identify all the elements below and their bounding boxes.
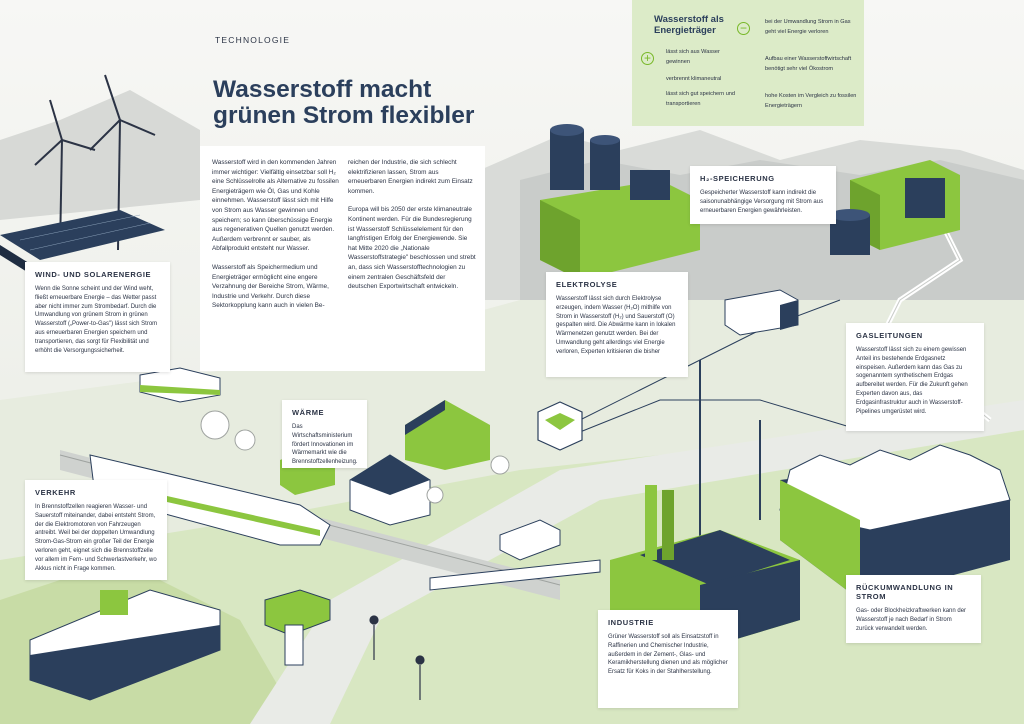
card-text: Wenn die Sonne scheint und der Wind weht…: [35, 286, 158, 354]
bridge: [429, 559, 601, 591]
intro-column-1: Wasserstoff wird in den kommenden Jahren…: [212, 158, 340, 320]
con-item: Aufbau einer Wasserstoffwirtschaft benöt…: [765, 56, 852, 72]
card-title: WIND- UND SOLARENERGIE: [35, 270, 152, 279]
card-text: In Brennstoffzellen reagieren Wasser- un…: [35, 504, 157, 572]
electrolyser-box: [537, 401, 583, 451]
section-kicker: TECHNOLOGIE: [215, 35, 291, 45]
con-item: hohe Kosten im Vergleich zu fossilen Ene…: [765, 93, 857, 109]
bus: [139, 367, 221, 403]
card-text: Wasserstoff lässt sich zu einem gewissen…: [856, 347, 968, 415]
car: [499, 519, 561, 561]
card-h2-storage: H₂-SPEICHERUNG Gespeicherter Wasserstoff…: [690, 166, 836, 224]
intro-paragraph: Wasserstoff wird in den kommenden Jahren…: [212, 159, 339, 253]
pro-item: verbrennt klimaneutral: [666, 76, 722, 82]
card-text: Gas- oder Blockheizkraftwerken kann der …: [856, 608, 967, 632]
gas-power-plant: [779, 444, 1011, 600]
scooter-riders: [369, 615, 425, 700]
intro-paragraph: reichen der Industrie, die sich schlecht…: [348, 159, 473, 195]
card-reconversion: RÜCKUMWANDLUNG IN STROM Gas- oder Blockh…: [846, 575, 981, 643]
card-heat: WÄRME Das Wirtschaftsministerium fördert…: [282, 400, 367, 468]
con-item: bei der Umwandlung Strom in Gas geht vie…: [765, 19, 851, 35]
card-wind-solar: WIND- UND SOLARENERGIE Wenn die Sonne sc…: [25, 262, 170, 372]
house-green: [405, 400, 490, 470]
card-electrolysis: ELEKTROLYSE Wasserstoff lässt sich durch…: [546, 272, 688, 377]
power-line-2: [559, 399, 861, 441]
card-title: WÄRME: [292, 408, 325, 417]
plus-icon: +: [641, 52, 654, 65]
minus-icon: −: [737, 22, 750, 35]
road: [250, 400, 1024, 724]
house-grey: [349, 454, 431, 526]
card-text: Grüner Wasserstoff soll als Einsatzstoff…: [608, 634, 728, 676]
mountain-left: [0, 90, 200, 220]
card-title: GASLEITUNGEN: [856, 331, 923, 340]
card-title: RÜCKUMWANDLUNG IN STROM: [856, 583, 954, 601]
fuel-station: [264, 589, 331, 666]
card-text: Das Wirtschaftsministerium fördert Innov…: [292, 424, 358, 466]
card-title: H₂-SPEICHERUNG: [700, 174, 775, 183]
intro-paragraph: Wasserstoff als Speichermedium und Energ…: [212, 263, 329, 310]
page-title: Wasserstoff macht grünen Strom flexibler: [213, 76, 475, 129]
pros-cons-legend: Wasserstoff als Energieträger + − lässt …: [632, 0, 864, 126]
pro-item: lässt sich gut speichern und transportie…: [666, 91, 736, 107]
card-title: INDUSTRIE: [608, 618, 654, 627]
trees: [200, 410, 510, 504]
card-text: Gespeicherter Wasserstoff kann indirekt …: [700, 190, 824, 214]
pro-item: lässt sich aus Wasser gewinnen: [666, 49, 720, 65]
intro-paragraph: Europa will bis 2050 der erste klimaneut…: [348, 206, 476, 291]
card-transport: VERKEHR In Brennstoffzellen reagieren Wa…: [25, 480, 167, 580]
card-text: Wasserstoff lässt sich durch Elektrolyse…: [556, 296, 676, 355]
cargo-ship: [29, 589, 221, 701]
hydrogen-truck: [724, 289, 799, 336]
storage-tanks-right: [830, 160, 960, 255]
intro-text-box: Wasserstoff wird in den kommenden Jahren…: [200, 146, 485, 371]
storage-plant: [540, 124, 700, 280]
card-industry: INDUSTRIE Grüner Wasserstoff soll als Ei…: [598, 610, 738, 708]
legend-title: Wasserstoff als Energieträger: [654, 14, 724, 36]
intro-column-2: reichen der Industrie, die sich schlecht…: [348, 158, 476, 301]
card-title: ELEKTROLYSE: [556, 280, 618, 289]
card-gas-pipelines: GASLEITUNGEN Wasserstoff lässt sich zu e…: [846, 323, 984, 431]
card-title: VERKEHR: [35, 488, 76, 497]
